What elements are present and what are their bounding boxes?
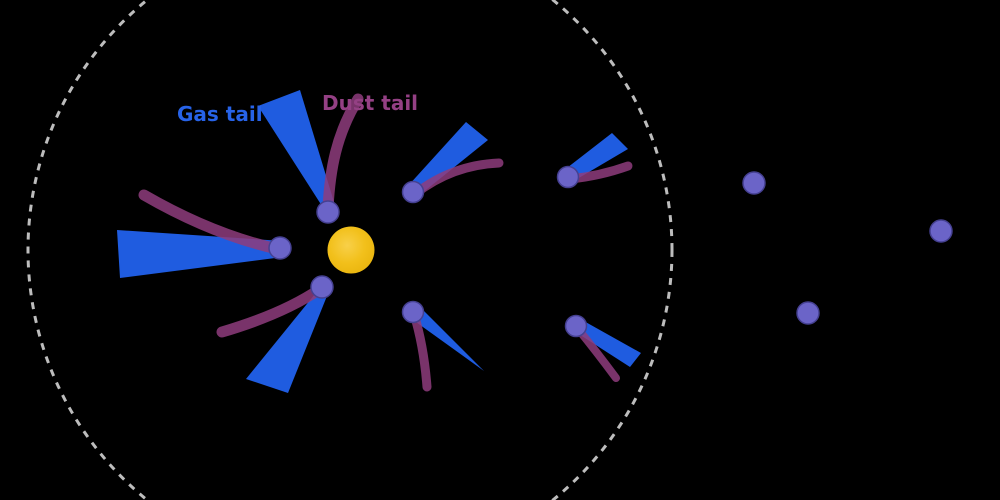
orbit-boundary-circle (26, 0, 674, 500)
gas-tail-label: Gas tail (177, 102, 263, 126)
comet-upper-middle (401, 122, 504, 204)
comet-bottom-left (216, 275, 334, 393)
distant-comet-nucleus (742, 171, 766, 195)
comet-left-perihelion (117, 189, 292, 278)
dust-tail-stroke (322, 93, 364, 214)
comet-nucleus (401, 180, 425, 204)
comet-nucleus (316, 200, 340, 224)
built-layer (26, 0, 953, 500)
comet-nucleus (556, 165, 580, 189)
gas-tail-shape (246, 291, 329, 393)
gas-tail-shape (409, 306, 484, 371)
comet-nucleus (268, 236, 292, 260)
gas-tail-shape (117, 230, 283, 278)
comet-upper-right (556, 133, 633, 189)
sun-circle (327, 226, 375, 274)
dust-tail-stroke (138, 189, 288, 256)
gas-tail-shape (574, 320, 641, 367)
distant-comet-nucleus (929, 219, 953, 243)
dust-tail-stroke (216, 283, 326, 338)
gas-tail-shape (563, 133, 628, 182)
comet-nucleus (401, 300, 425, 324)
comet-nucleus (564, 314, 588, 338)
distant-comet-nucleus (796, 301, 820, 325)
comet-nucleus (310, 275, 334, 299)
dust-tail-label: Dust tail (322, 91, 418, 115)
comet-lower-right (564, 314, 641, 382)
gas-tail-shape (407, 122, 488, 198)
gas-tail-shape (258, 90, 334, 206)
comet-lower-middle (401, 300, 484, 392)
comet-top (258, 90, 364, 224)
